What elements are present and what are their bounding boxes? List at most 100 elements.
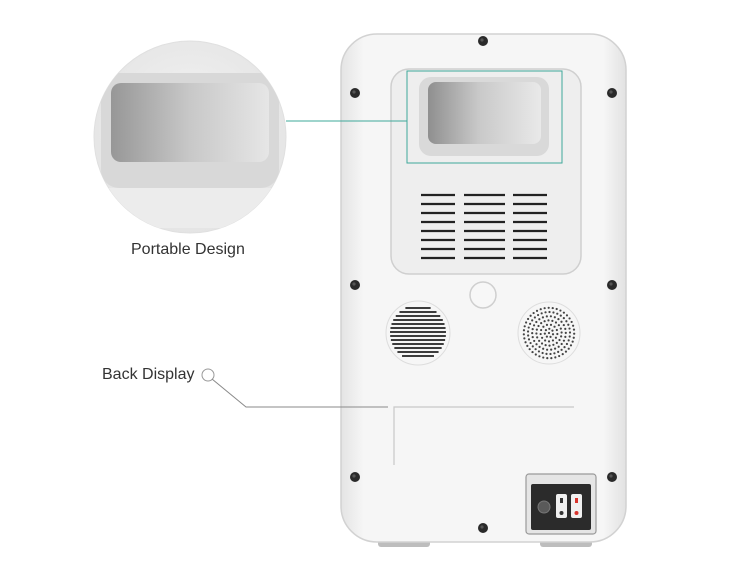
callout-line-back [211, 378, 388, 408]
speaker-hole [562, 317, 565, 320]
speaker-hole [542, 325, 545, 328]
speaker-hole [540, 328, 543, 332]
speaker-hole [541, 336, 544, 339]
speaker-hole [534, 353, 537, 356]
speaker-hole [555, 307, 558, 311]
speaker-hole [540, 312, 543, 315]
fan-grille-slats [390, 307, 446, 357]
speaker-hole [532, 324, 536, 327]
speaker-hole [553, 316, 556, 319]
speaker-hole [543, 332, 546, 335]
speaker-hole [543, 307, 546, 310]
speaker-hole [531, 336, 534, 339]
speaker-hole [533, 339, 536, 343]
speaker-hole [534, 348, 537, 351]
speaker-hole [539, 332, 542, 336]
speaker-hole [537, 350, 541, 353]
speaker-hole [535, 328, 538, 331]
power-switch-left[interactable] [556, 494, 567, 518]
screw-highlights [352, 38, 613, 529]
speaker-hole [551, 319, 554, 322]
switch-mark-on [560, 498, 563, 503]
label-back-display: Back Display [102, 366, 195, 383]
speaker-hole [564, 327, 567, 330]
speaker-hole [562, 323, 565, 327]
speaker-hole [546, 348, 549, 351]
speaker-hole [561, 353, 564, 356]
speaker-hole [558, 354, 561, 358]
switch-mark-off [559, 511, 564, 515]
speaker-hole [524, 341, 527, 344]
speaker-hole [539, 308, 542, 311]
speaker-hole [560, 320, 563, 323]
speaker-hole [559, 327, 562, 330]
speaker-hole [529, 314, 532, 317]
speaker-hole [549, 335, 552, 339]
switch-indicator-off [574, 511, 579, 515]
speaker-hole [555, 341, 558, 344]
speaker-hole [551, 333, 555, 336]
speaker-hole [538, 339, 541, 342]
speaker-hole [557, 317, 560, 321]
speaker-hole [548, 344, 551, 347]
zoom-circle-content [94, 73, 284, 228]
speaker-hole [532, 311, 535, 315]
speaker-hole [550, 348, 553, 351]
speaker-hole [536, 336, 539, 339]
speaker-hole [572, 328, 576, 331]
speaker-hole [569, 344, 573, 347]
speaker-hole [572, 336, 575, 339]
speaker-hole [543, 320, 546, 323]
speaker-hole [531, 328, 534, 331]
speaker-hole [549, 323, 553, 326]
speaker-hole [535, 343, 538, 346]
speaker-hole [526, 317, 530, 321]
speaker-hole [546, 357, 549, 360]
speaker-hole [531, 332, 534, 335]
power-socket[interactable] [537, 500, 551, 514]
speaker-hole [562, 311, 565, 314]
speaker-hole [551, 306, 554, 310]
speaker-hole [544, 344, 547, 347]
speaker-hole [527, 338, 531, 341]
speaker-hole [523, 337, 526, 340]
back-display-area [393, 406, 574, 465]
power-switch-right[interactable] [571, 494, 582, 518]
speaker-hole [551, 329, 554, 332]
speaker-hole [538, 345, 541, 349]
speaker-hole [558, 338, 561, 342]
speaker-hole [526, 330, 530, 333]
speaker-hole [571, 340, 574, 343]
speaker-hole [559, 309, 562, 312]
speaker-holes [522, 306, 576, 360]
speaker-hole [564, 335, 567, 338]
zoom-body-surface [94, 188, 284, 228]
speaker-hole [533, 316, 536, 319]
speaker-hole [556, 332, 559, 336]
speaker-hole [545, 335, 548, 338]
speaker-hole [540, 322, 543, 325]
speaker-hole [555, 328, 558, 332]
speaker-hole [544, 329, 548, 332]
speaker-hole [554, 336, 558, 339]
speaker-hole [547, 331, 551, 335]
speaker-hole [565, 342, 569, 346]
speaker-hole [544, 311, 547, 314]
handle-highlight-box [406, 70, 563, 164]
speaker-hole [535, 309, 539, 312]
speaker-hole [564, 331, 567, 334]
label-portable-design: Portable Design [131, 241, 245, 258]
speaker-hole [572, 324, 575, 327]
speaker-hole [570, 320, 573, 324]
speaker-hole [560, 342, 563, 346]
speaker-hole [550, 356, 553, 360]
speaker-hole [535, 332, 538, 335]
speaker-hole [568, 327, 571, 330]
speaker-hole [560, 348, 563, 351]
speaker-hole [568, 335, 571, 338]
speaker-hole [565, 314, 569, 317]
speaker-hole [568, 317, 571, 320]
speaker-hole [545, 323, 549, 326]
